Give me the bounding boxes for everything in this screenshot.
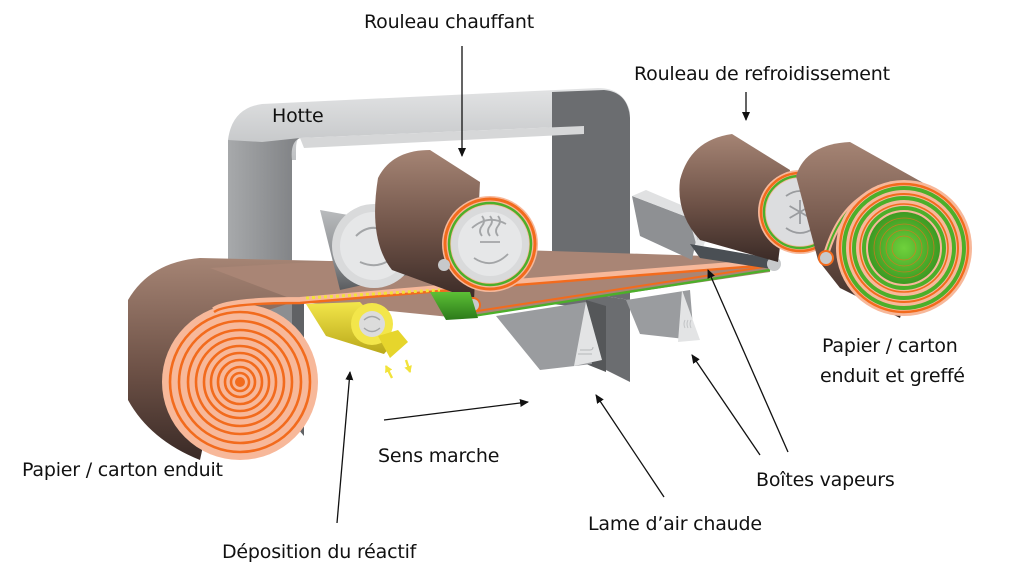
heating-roll — [375, 150, 538, 313]
input-roll-spiral — [168, 310, 312, 454]
output-roll-spiral — [838, 182, 970, 314]
rotate-arrows-icon — [363, 315, 381, 333]
label-output-roll-line1: Papier / carton — [822, 335, 958, 357]
arrow-steam-lower — [691, 354, 761, 456]
label-heating-roll: Rouleau chauffant — [364, 11, 534, 33]
steam-box-lower — [626, 290, 700, 342]
reagent-applicator — [306, 302, 412, 379]
arrow-air-knife — [595, 394, 665, 498]
label-output-roll-line2: enduit et greffé — [820, 365, 965, 387]
label-reagent-deposition: Déposition du réactif — [222, 541, 417, 563]
arrow-reagent — [336, 371, 354, 524]
arrow-steam-upper — [707, 269, 789, 453]
heat-waves-icon — [471, 215, 509, 264]
arrow-direction — [383, 399, 529, 421]
label-input-roll: Papier / carton enduit — [22, 459, 223, 481]
label-steam-boxes: Boîtes vapeurs — [756, 469, 895, 491]
label-cooling-roll: Rouleau de refroidissement — [634, 63, 890, 85]
graft-layer-section — [430, 292, 478, 320]
wind-icon — [578, 346, 594, 355]
label-direction: Sens marche — [378, 445, 500, 467]
input-paper-roll — [128, 258, 372, 460]
label-hood: Hotte — [272, 105, 324, 127]
leader-arrows — [336, 46, 789, 524]
output-grafted-roll — [796, 142, 972, 318]
label-hot-air-knife: Lame d’air chaude — [588, 513, 762, 535]
steam-icon — [683, 319, 692, 329]
hot-air-knife — [496, 302, 602, 370]
